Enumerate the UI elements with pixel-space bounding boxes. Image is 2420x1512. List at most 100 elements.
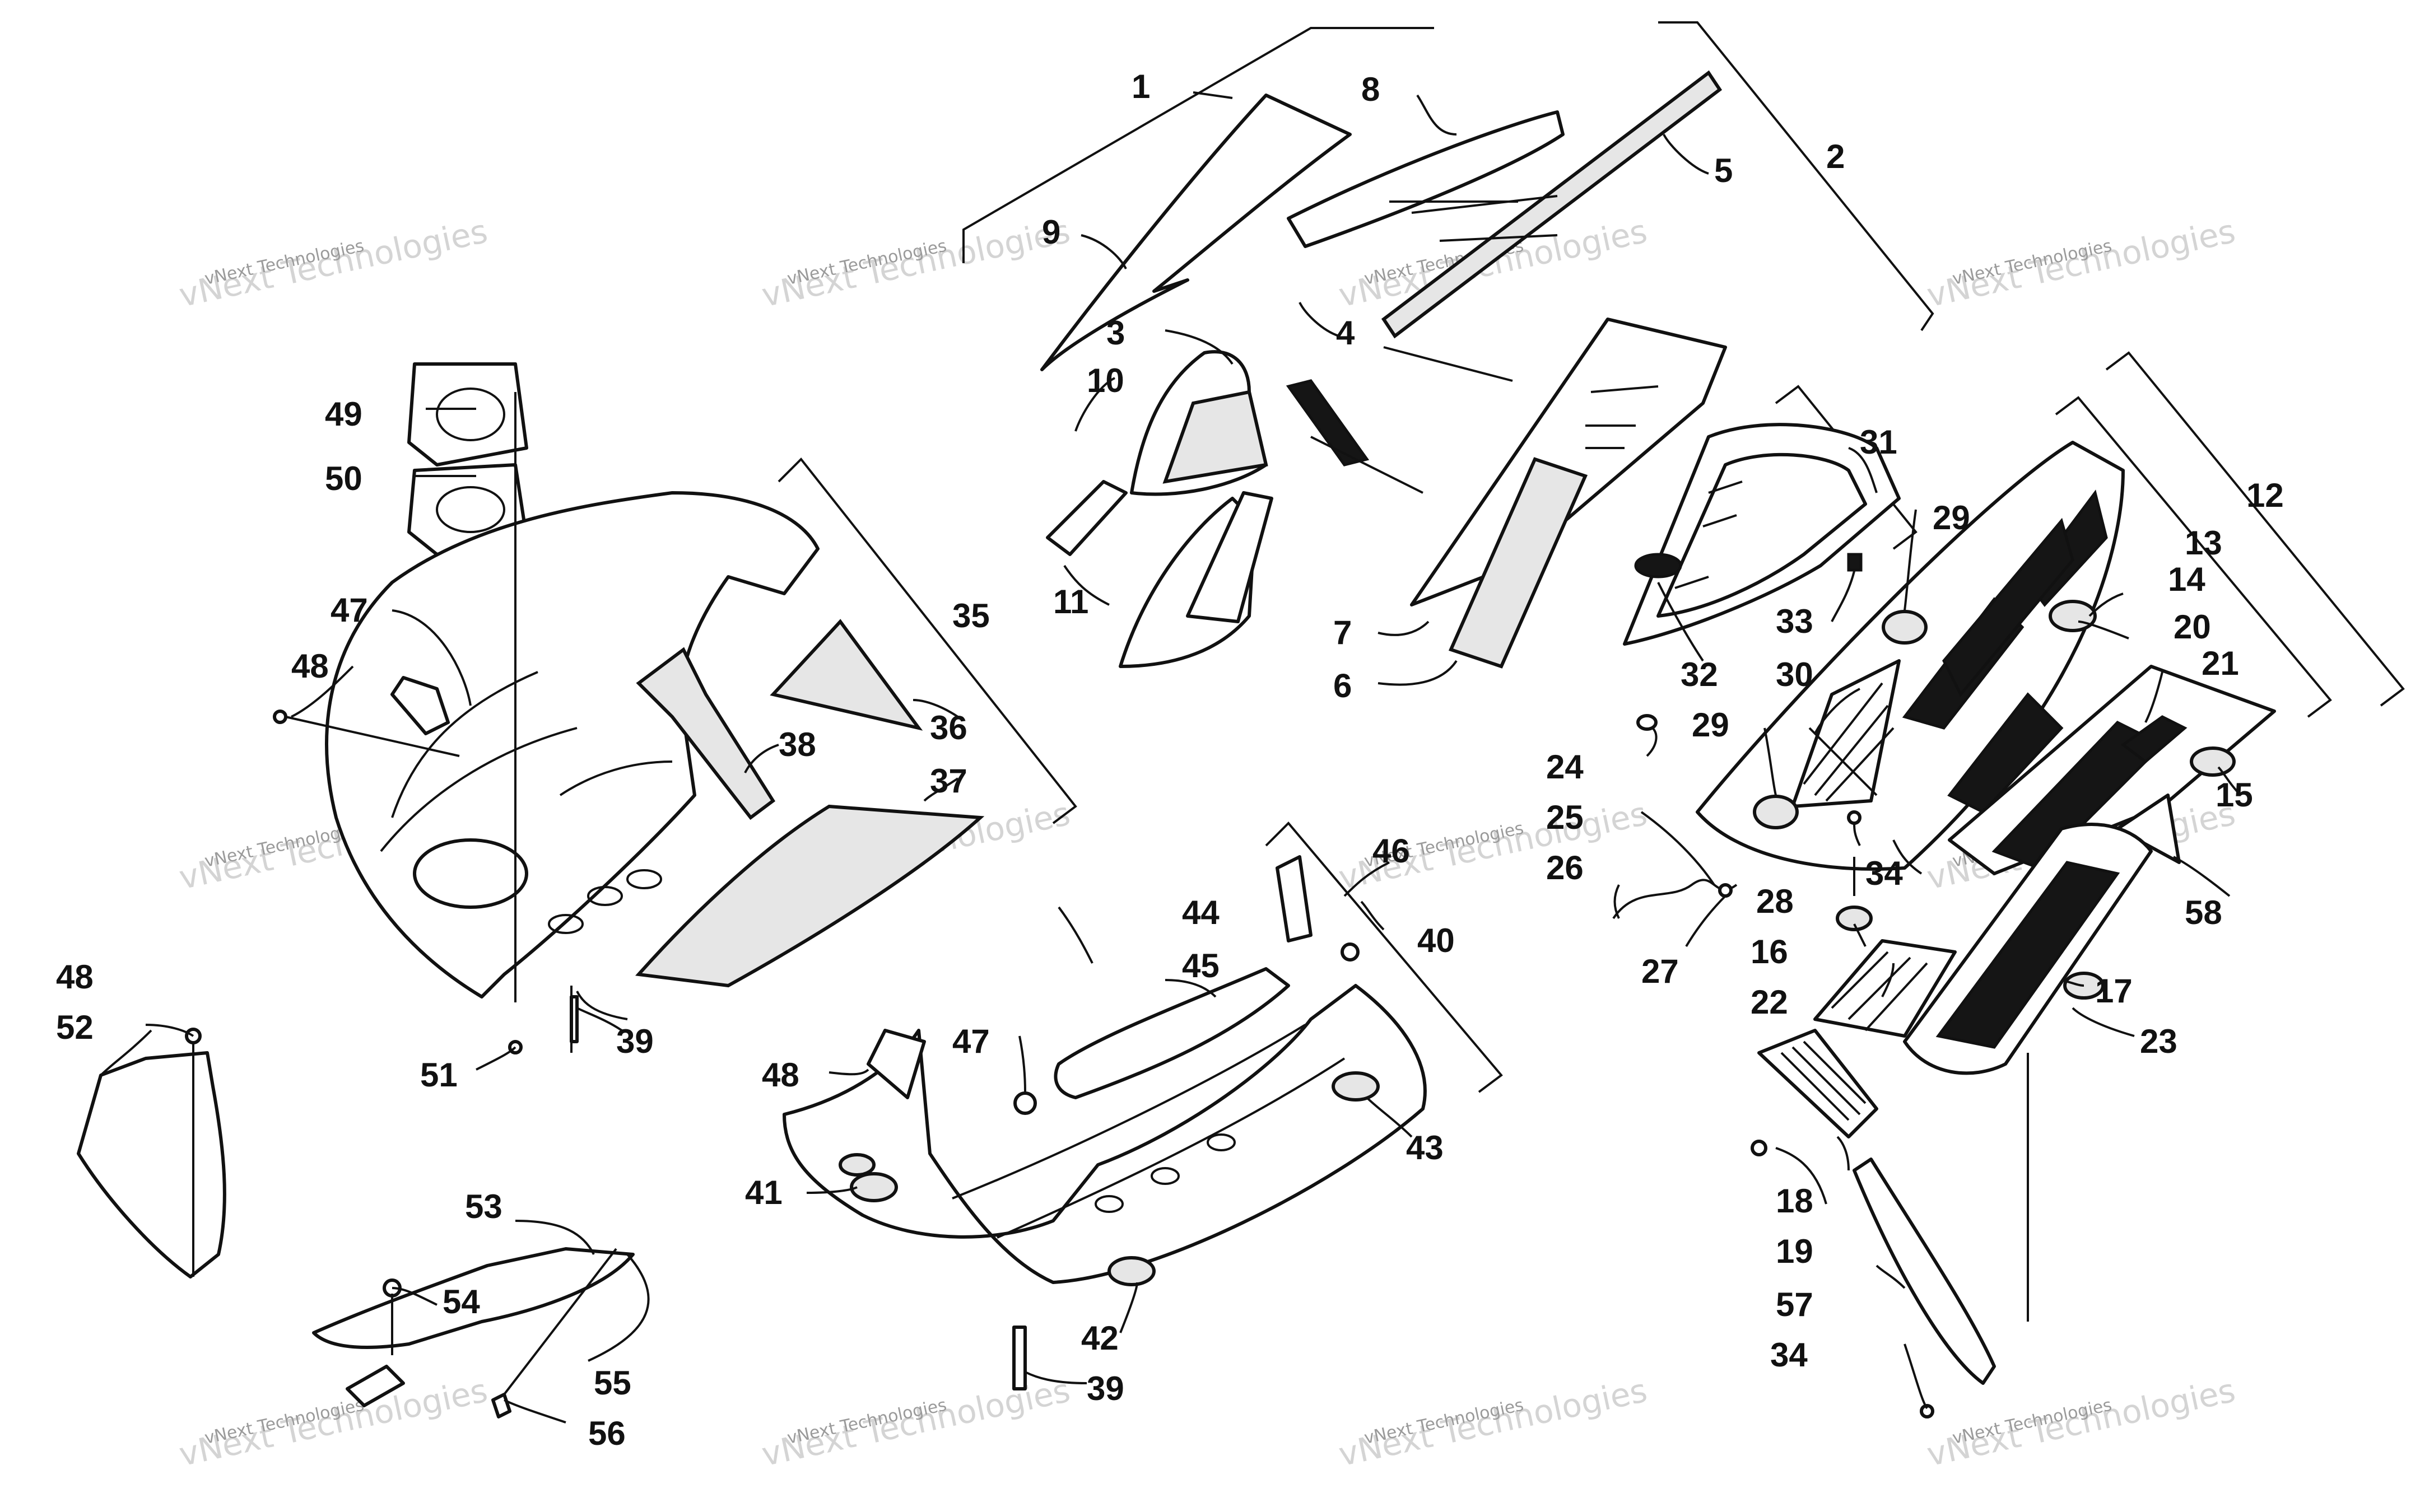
decal-9: [1040, 94, 1352, 371]
bracket-bottom: [346, 1365, 405, 1407]
panel-31-inner: [1656, 452, 1867, 618]
grille-22: [1813, 939, 1957, 1038]
callout-19: 19: [1776, 1233, 1813, 1270]
callout-13: 13: [2185, 524, 2222, 562]
trim-57: [1853, 1158, 1996, 1385]
rivet-34: [1920, 1404, 1934, 1418]
brackets: [778, 21, 2405, 1093]
gasket-49: [407, 362, 528, 466]
callout-27: 27: [1641, 953, 1679, 990]
callout-10: 10: [1087, 362, 1124, 399]
callout-21: 21: [2202, 645, 2239, 682]
seal-4: [1286, 379, 1370, 466]
plug-29b: [1753, 795, 1799, 829]
panel-31-assembly: [1623, 423, 1901, 646]
gasket-49-hole: [436, 388, 505, 441]
watermark: vNext Technologies vNext Technologies: [758, 212, 1073, 315]
bracket-12: [2105, 351, 2405, 707]
clip-33: [1847, 553, 1863, 572]
mesh-18-grid: [1780, 1040, 1867, 1121]
callout-43: 43: [1406, 1129, 1444, 1166]
nut-24: [1636, 714, 1658, 731]
watermark: vNext Technologies vNext Technologies: [1924, 1371, 2238, 1474]
callout-5: 5: [1714, 152, 1733, 189]
bumper-23-graphic: [1935, 861, 2120, 1049]
bracket-piece: [1186, 491, 1273, 623]
watermark: vNext Technologies vNext Technologies: [1335, 1371, 1650, 1474]
clip-56: [491, 1393, 511, 1418]
grommet-47: [1013, 1091, 1037, 1115]
lower-pan-vent-2: [1151, 1167, 1180, 1185]
callout-48: 48: [291, 647, 329, 685]
watermark: vNext Technologies vNext Technologies: [176, 212, 491, 315]
nut-46: [1341, 942, 1360, 962]
strip-8: [1287, 110, 1565, 248]
bracket-48: [867, 1029, 926, 1099]
callout-39b: 39: [1087, 1370, 1124, 1407]
bracket-35: [778, 457, 1077, 824]
watermark-large: vNext Technologies: [758, 212, 1073, 315]
bracket-13: [2055, 396, 2332, 718]
callout-46: 46: [1372, 832, 1410, 870]
watermark-large: vNext Technologies: [176, 212, 491, 315]
guide-55: [503, 1248, 617, 1396]
foam-36: [770, 619, 923, 731]
callout-28: 28: [1756, 883, 1794, 920]
watermark: vNext Technologies vNext Technologies: [176, 1371, 491, 1474]
callout-48c: 48: [56, 958, 94, 996]
rivet-48: [273, 710, 287, 724]
vent-21: [2120, 715, 2188, 764]
bracket-46: [1276, 855, 1313, 942]
pan-hole-left: [413, 838, 528, 909]
callout-44: 44: [1182, 894, 1220, 931]
pin-39a: [570, 995, 579, 1043]
callout-49: 49: [325, 395, 362, 433]
bracket-40: [1265, 822, 1503, 1093]
slot-31: [1674, 480, 1743, 589]
lower-pan-assembly: [783, 855, 1427, 1390]
foam-bar-5: [1381, 70, 1723, 339]
grille-22-slats: [1831, 951, 1928, 1032]
mesh-30-grid: [1803, 682, 1895, 802]
plug-41: [850, 1172, 898, 1202]
callout-18: 18: [1776, 1182, 1813, 1220]
grommet-32: [1634, 553, 1682, 578]
callout-38: 38: [779, 726, 816, 763]
callout-9: 9: [1042, 213, 1060, 251]
callout-37: 37: [930, 762, 967, 800]
callout-14: 14: [2168, 561, 2205, 598]
block-38: [636, 647, 776, 820]
foam-37: [635, 804, 985, 988]
watermark-large: vNext Technologies: [1335, 1371, 1650, 1474]
bracket-1: [962, 27, 1434, 263]
callout-15: 15: [2216, 776, 2253, 814]
callout-17: 17: [2095, 972, 2133, 1010]
front-nose-assembly: [1612, 441, 2276, 1418]
callout-6: 6: [1333, 667, 1352, 704]
callout-29b: 29: [1692, 706, 1729, 744]
callout-30: 30: [1776, 656, 1813, 693]
guide-lines: [1310, 200, 1518, 494]
side-panel-assembly: [77, 1028, 635, 1418]
callout-11: 11: [1053, 583, 1088, 620]
belly-pan-assembly: [273, 362, 985, 1054]
callout-47: 47: [331, 591, 368, 629]
callout-42: 42: [1081, 1319, 1119, 1357]
callout-53: 53: [465, 1188, 502, 1225]
plug-16: [1836, 906, 1873, 931]
plug-42: [1107, 1256, 1156, 1286]
callout-48b: 48: [762, 1056, 799, 1094]
callout-22: 22: [1751, 983, 1788, 1021]
callout-25: 25: [1546, 799, 1584, 836]
graphic-band: [1942, 517, 2074, 697]
watermark-large: vNext Technologies: [176, 1371, 491, 1474]
lower-pan-ridges: [952, 1024, 1346, 1239]
plug-29a: [1882, 610, 1928, 645]
gasket-50-hole: [436, 486, 505, 533]
callout-20: 20: [2174, 608, 2211, 646]
lower-pan-vent-3: [1207, 1133, 1236, 1151]
callout-40: 40: [1417, 922, 1455, 959]
callout-26: 26: [1546, 849, 1584, 886]
callout-47b: 47: [952, 1023, 990, 1060]
callout-36: 36: [930, 709, 967, 746]
